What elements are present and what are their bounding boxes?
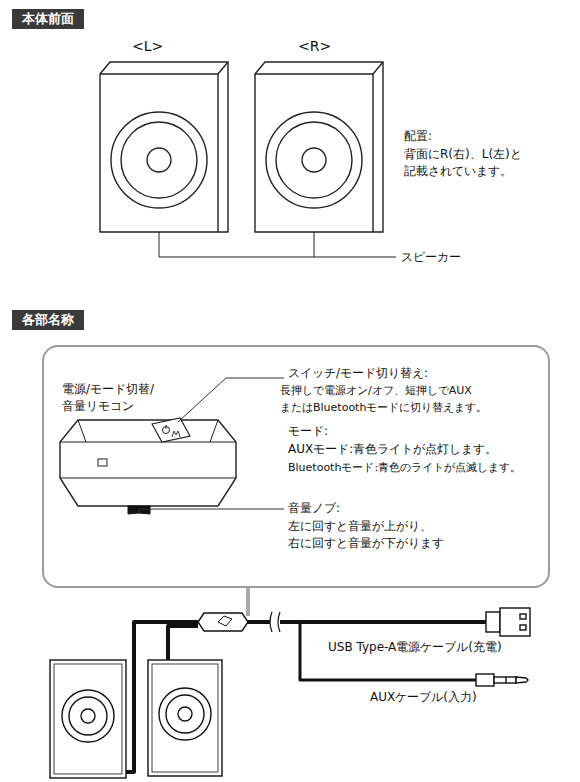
- indicator-light: [98, 459, 107, 466]
- remote-body: [60, 420, 236, 506]
- cable-label: USB Type-A電源ケーブル(充電): [328, 639, 502, 656]
- remote-edge: [60, 478, 236, 479]
- volume-knob: [128, 506, 150, 514]
- remote-edge: [60, 442, 236, 443]
- power-symbol: [163, 427, 170, 434]
- callout-heading: モード:: [288, 423, 328, 440]
- remote-edge: [78, 420, 86, 442]
- note-heading: 配置:: [404, 128, 432, 145]
- heading-text: 各部名称: [22, 312, 74, 327]
- heading-text: 本体前面: [22, 11, 74, 26]
- note-text: 背面にR(右)、L(左)と 記載されています。: [404, 146, 564, 180]
- callout-text: AUXモード:青色ライトが点灯します。: [288, 441, 497, 458]
- leader-line: [139, 509, 284, 514]
- power-symbol: [166, 425, 167, 429]
- callout-panel: 電源/モード切替/ 音量リモコン スイッチ/モード切り替え:長押しで電源オン/オフ…: [42, 345, 550, 588]
- part-name: 電源/モード切替/ 音量リモコン: [62, 381, 222, 415]
- remote-edge: [210, 420, 218, 442]
- cable-label: AUXケーブル(入力): [370, 689, 477, 706]
- leader-line: [178, 378, 284, 422]
- mode-symbol: [172, 431, 180, 437]
- channel-label: <R>: [298, 38, 331, 55]
- part-name: スピーカー: [401, 249, 461, 266]
- section-heading: 各部名称: [12, 310, 84, 330]
- callout-text: 長押しで電源オン/オフ、短押しでAUX またはBluetoothモードに切り替え…: [280, 382, 542, 416]
- remote-drawing: [60, 378, 284, 514]
- switch-button: [152, 418, 190, 442]
- callout-heading: スイッチ/モード切り替え:: [288, 365, 428, 382]
- channel-label: <L>: [132, 38, 163, 55]
- callout-heading: 音量ノブ:: [288, 500, 340, 517]
- section-heading: 本体前面: [12, 9, 84, 29]
- callout-text: Bluetoothモード:青色のライトが点滅します。: [288, 459, 521, 476]
- callout-text: 左に回すと音量が上がり、 右に回すと音量が下がります: [288, 518, 488, 552]
